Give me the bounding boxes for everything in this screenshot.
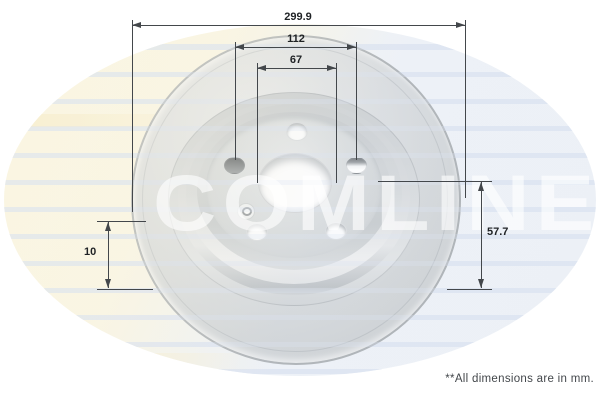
extension-line: [97, 221, 146, 222]
machining-ring: [142, 46, 448, 352]
arrow-up-icon: [105, 222, 111, 231]
locating-hole-inner: [242, 207, 252, 216]
arrow-left-icon: [132, 22, 141, 28]
dimension-line: [481, 182, 482, 288]
extension-line: [465, 20, 466, 198]
dimension-value-centre-bore: 67: [289, 54, 303, 66]
extension-line: [257, 63, 258, 183]
dimension-value-overall-height: 57.7: [487, 226, 509, 238]
centre-bore-hole: [258, 153, 332, 213]
bolt-hole-upper-left: [224, 157, 245, 174]
brake-disc-illustration: [131, 35, 461, 365]
arrow-left-icon: [257, 65, 266, 71]
extension-line: [336, 63, 337, 183]
arrow-down-icon: [105, 279, 111, 288]
bolt-hole-lower-left: [246, 223, 268, 241]
dimension-line: [132, 25, 465, 26]
arrow-left-icon: [235, 44, 244, 50]
bolt-hole-top: [286, 122, 308, 141]
arrow-down-icon: [478, 279, 484, 288]
arrow-right-icon: [456, 22, 465, 28]
arrow-up-icon: [478, 182, 484, 191]
dimension-value-thickness: 10: [84, 246, 97, 258]
dimension-line: [235, 47, 356, 48]
extension-line: [447, 289, 492, 290]
extension-line: [132, 20, 133, 212]
dimension-line: [257, 68, 336, 69]
bolt-hole-lower-right: [325, 222, 347, 240]
dimension-value-bolt-circle: 112: [287, 33, 305, 45]
dimension-line: [108, 222, 109, 288]
arrow-right-icon: [327, 65, 336, 71]
extension-line: [235, 42, 236, 160]
arrow-right-icon: [347, 44, 356, 50]
dimension-value-outer-diameter: 299.9: [284, 11, 312, 23]
extension-line: [378, 181, 492, 182]
locating-hole: [237, 203, 255, 220]
extension-line: [356, 42, 357, 160]
extension-line: [97, 289, 153, 290]
dimensions-footnote: **All dimensions are in mm.: [445, 373, 594, 385]
